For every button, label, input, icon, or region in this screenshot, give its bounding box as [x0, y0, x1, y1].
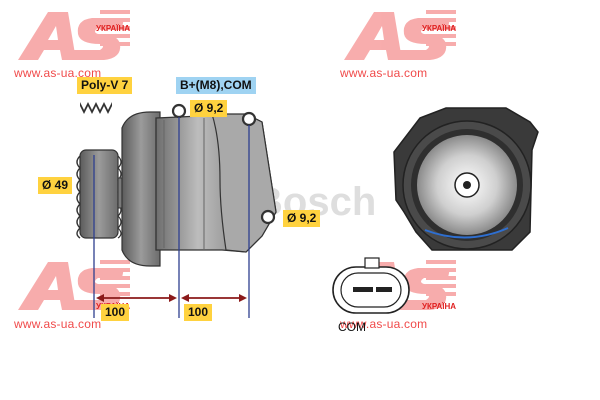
watermark-logo-top-right: [344, 10, 456, 60]
watermark-url: www.as-ua.com: [340, 66, 428, 80]
hole-diameter-bottom-label: Ø 9,2: [283, 210, 321, 227]
dimension-right-label: 100: [184, 304, 213, 321]
watermark-url: www.as-ua.com: [14, 317, 102, 331]
hole-diameter-top-label: Ø 9,2: [190, 100, 228, 117]
watermark-country: УКРАЇНА: [96, 24, 131, 33]
belt-type-label: Poly-V 7: [77, 77, 133, 94]
alternator-side-view: [76, 103, 277, 267]
watermark-url: www.as-ua.com: [340, 317, 428, 331]
dimension-arrows: [96, 294, 247, 302]
connector-label: COM: [338, 320, 366, 334]
belt-groove-icon: [80, 102, 112, 114]
dimension-left-label: 100: [101, 304, 130, 321]
watermark-country: УКРАЇНА: [422, 302, 457, 311]
watermark-url: www.as-ua.com: [14, 66, 102, 80]
watermark-country: УКРАЇНА: [422, 24, 457, 33]
pulley-diameter-label: Ø 49: [38, 177, 73, 194]
watermark-logo-top-left: [18, 10, 130, 60]
terminal-label: B+(M8),COM: [176, 77, 256, 94]
alternator-rear-view: [393, 107, 539, 251]
watermark-logo-bottom-left: [18, 260, 130, 310]
connector-plug: [332, 257, 410, 314]
dimension-lines: [93, 117, 250, 318]
pulley: [76, 149, 127, 239]
